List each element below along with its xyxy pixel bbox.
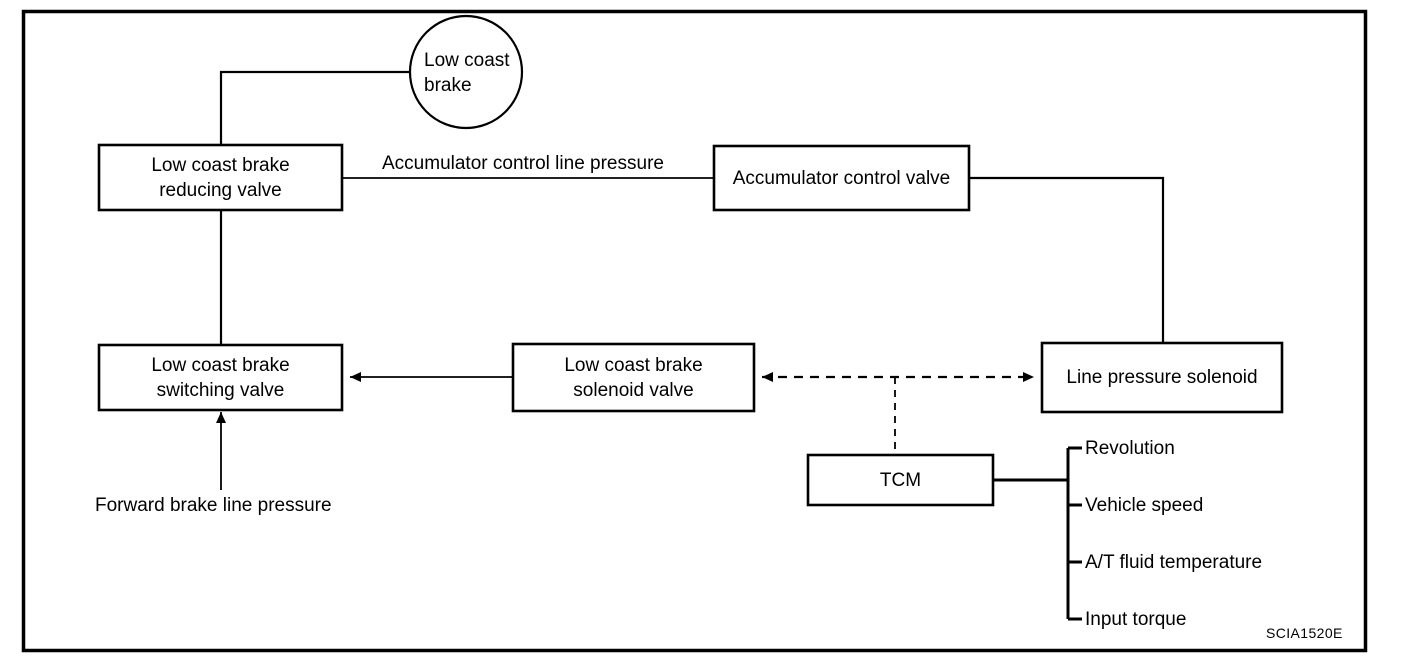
line-pressure-solenoid-box xyxy=(1040,341,1284,414)
tcm-input-label-revolution: Revolution xyxy=(1085,438,1175,459)
reducing-valve-box xyxy=(97,143,344,212)
switching-valve-box xyxy=(97,343,344,412)
edge-accumulator-to-line-pressure-solenoid xyxy=(969,176,1165,343)
accumulator-control-line-pressure-label: Accumulator control line pressure xyxy=(382,153,664,174)
line-pressure-solenoid-node[interactable] xyxy=(1042,343,1282,412)
accumulator-control-valve-box xyxy=(712,144,971,212)
tcm-input-label-vehicle-speed: Vehicle speed xyxy=(1085,495,1204,516)
reducing-valve-node[interactable] xyxy=(99,145,342,210)
tcm-input-label-input-torque: Input torque xyxy=(1085,609,1187,630)
forward-brake-line-pressure-label: Forward brake line pressure xyxy=(95,495,332,516)
edge-circle-to-reducing-valve xyxy=(219,70,410,145)
figure-reference-code: SCIA1520E xyxy=(1266,625,1343,641)
switching-valve-node[interactable] xyxy=(99,345,342,410)
accumulator-control-valve-node[interactable] xyxy=(714,146,969,210)
solenoid-valve-node[interactable] xyxy=(513,344,754,411)
low-coast-brake-circle-node[interactable] xyxy=(410,16,522,128)
outer-frame xyxy=(21,9,1368,653)
solenoid-valve-box xyxy=(511,342,756,413)
tcm-input-label-at-fluid-temperature: A/T fluid temperature xyxy=(1085,552,1263,573)
tcm-node[interactable] xyxy=(808,455,993,505)
tcm-box xyxy=(806,453,995,507)
